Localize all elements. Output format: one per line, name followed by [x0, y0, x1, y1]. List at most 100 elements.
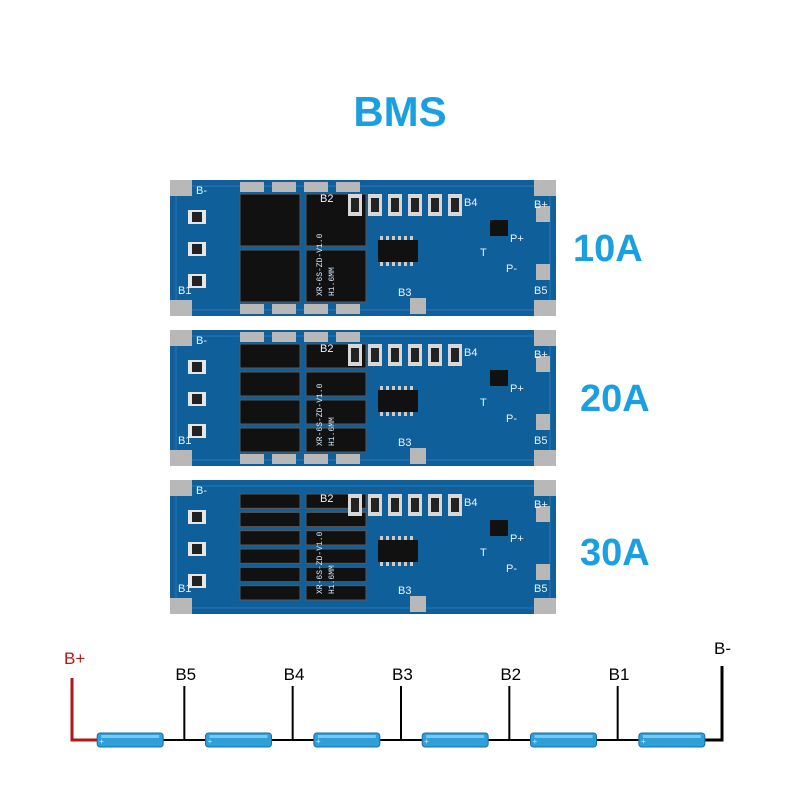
rating-label-30a: 30A — [580, 532, 650, 574]
ic-pin — [392, 236, 395, 240]
ic-pin — [410, 562, 413, 566]
mosfet-pad — [272, 332, 296, 342]
ic-pin — [398, 236, 401, 240]
ic-pin — [398, 412, 401, 416]
b-plus-pad — [536, 356, 550, 372]
protection-ic — [378, 390, 418, 412]
label-b1: B1 — [178, 285, 191, 297]
rating-label-20a: 20A — [580, 378, 650, 420]
mosfet-chip — [305, 371, 367, 397]
mosfet-chip — [239, 585, 301, 601]
ic-pin — [380, 562, 383, 566]
ic-pin — [404, 262, 407, 266]
ic-pin — [410, 236, 413, 240]
mosfet-pad — [336, 454, 360, 464]
ic-pin — [386, 536, 389, 540]
shunt-resistor-body — [192, 426, 202, 436]
rating-label-10a: 10A — [573, 228, 643, 270]
mosfet-pad — [304, 332, 328, 342]
mosfet-chip — [239, 511, 301, 528]
battery-cell-terminal-sign: + — [99, 738, 104, 747]
ic-pin — [410, 536, 413, 540]
board-thickness-text: H1.6MM — [328, 565, 337, 594]
label-b4: B4 — [464, 347, 477, 359]
mosfet-pad — [240, 304, 264, 314]
balance-component-body — [411, 198, 419, 212]
corner-solder-pad — [170, 480, 192, 496]
mosfet-pad — [336, 304, 360, 314]
corner-solder-pad — [170, 330, 192, 346]
label-b5: B5 — [534, 435, 547, 447]
small-transistor — [490, 370, 508, 386]
label-p-minus: P- — [506, 263, 517, 275]
corner-solder-pad — [170, 300, 192, 316]
balance-tap-label: B5 — [175, 665, 196, 684]
ic-pin — [386, 386, 389, 390]
corner-solder-pad — [534, 300, 556, 316]
battery-cell: + — [313, 732, 381, 748]
label-thermistor: T — [480, 547, 487, 559]
ic-pin — [380, 386, 383, 390]
battery-cell: + — [638, 732, 706, 748]
b3-pad — [410, 298, 426, 314]
label-b2: B2 — [320, 343, 333, 355]
corner-solder-pad — [170, 450, 192, 466]
positive-label: B+ — [64, 649, 85, 668]
board-model-text: XR-6S-ZD-V1.0 — [316, 531, 325, 594]
p-minus-pad — [536, 564, 550, 580]
balance-component-body — [391, 348, 399, 362]
mosfet-chip — [239, 343, 301, 369]
negative-lead — [704, 666, 724, 742]
shunt-resistor-body — [192, 276, 202, 286]
corner-solder-pad — [534, 480, 556, 496]
label-b4: B4 — [464, 497, 477, 509]
corner-solder-pad — [170, 598, 192, 614]
balance-component-body — [431, 348, 439, 362]
battery-cell-terminal-sign: + — [208, 738, 213, 747]
battery-cell-terminal-sign: + — [641, 738, 646, 747]
board-thickness-text: H1.6MM — [328, 267, 337, 296]
ic-pin — [404, 412, 407, 416]
ic-pin — [398, 562, 401, 566]
b3-pad — [410, 448, 426, 464]
corner-solder-pad — [534, 450, 556, 466]
p-minus-pad — [536, 414, 550, 430]
battery-cell-terminal-sign: + — [424, 738, 429, 747]
label-b1: B1 — [178, 583, 191, 595]
label-b-minus: B- — [196, 335, 207, 347]
balance-component-body — [431, 198, 439, 212]
corner-solder-pad — [534, 598, 556, 614]
label-b2: B2 — [320, 193, 333, 205]
mosfet-chip — [239, 548, 301, 564]
shunt-resistor-body — [192, 394, 202, 404]
label-b4: B4 — [464, 197, 477, 209]
battery-cell: + — [96, 732, 164, 748]
label-p-plus: P+ — [510, 533, 524, 545]
balance-component-body — [371, 348, 379, 362]
label-thermistor: T — [480, 247, 487, 259]
label-b2: B2 — [320, 493, 333, 505]
small-transistor — [490, 220, 508, 236]
shunt-resistor-body — [192, 544, 202, 554]
small-transistor — [490, 520, 508, 536]
balance-component-body — [351, 348, 359, 362]
balance-component-body — [451, 348, 459, 362]
ic-pin — [410, 386, 413, 390]
board-model-text: XR-6S-ZD-V1.0 — [316, 233, 325, 296]
corner-solder-pad — [170, 180, 192, 196]
ic-pin — [404, 236, 407, 240]
battery-cell-terminal-sign: + — [316, 738, 321, 747]
mosfet-chip — [305, 399, 367, 425]
balance-tap-label: B2 — [500, 665, 521, 684]
label-p-minus: P- — [506, 413, 517, 425]
shunt-resistor-body — [192, 512, 202, 522]
label-b5: B5 — [534, 583, 547, 595]
balance-component-body — [371, 198, 379, 212]
label-b3: B3 — [398, 585, 411, 597]
battery-cell-highlight — [642, 735, 701, 738]
